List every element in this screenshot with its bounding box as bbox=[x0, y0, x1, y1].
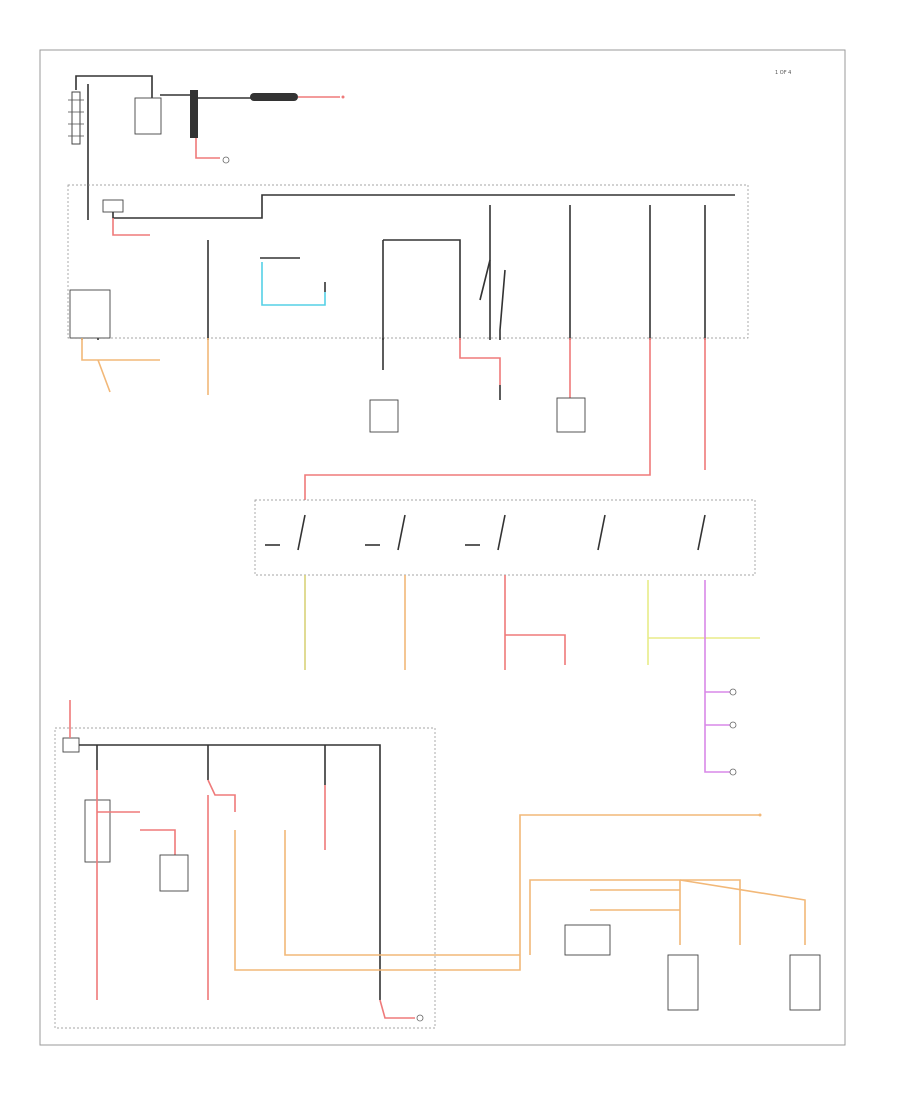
ignition-switch-box bbox=[254, 499, 756, 576]
bottom-right-modules bbox=[529, 813, 821, 1011]
starter-motor bbox=[134, 97, 162, 135]
main-fuse bbox=[102, 199, 124, 213]
ip-fuse-block-box bbox=[54, 727, 436, 1029]
underhood-fuse-center-wiring bbox=[69, 194, 735, 340]
underhood-fuse-center-box bbox=[67, 184, 749, 339]
module-e bbox=[789, 954, 821, 1011]
ip-fuse-input bbox=[62, 737, 80, 753]
ignition-outputs bbox=[304, 575, 760, 776]
ip-fuse-block-wiring bbox=[62, 700, 760, 1022]
relay-block bbox=[69, 289, 111, 339]
battery-section bbox=[68, 75, 345, 220]
ignition-switch-contacts bbox=[265, 514, 706, 551]
fusible-link-block bbox=[190, 90, 198, 138]
fusible-link bbox=[250, 93, 298, 101]
module-c bbox=[564, 924, 611, 956]
ip-module bbox=[159, 854, 189, 892]
module-a bbox=[369, 399, 399, 433]
sheet-label: 1 OF 4 bbox=[775, 70, 791, 76]
diagram-frame bbox=[39, 49, 846, 1046]
module-b bbox=[556, 397, 586, 433]
underhood-outputs bbox=[81, 338, 706, 500]
battery-symbol bbox=[71, 91, 81, 145]
module-d bbox=[667, 954, 699, 1011]
connector-to-underhood-distribution bbox=[222, 156, 230, 164]
